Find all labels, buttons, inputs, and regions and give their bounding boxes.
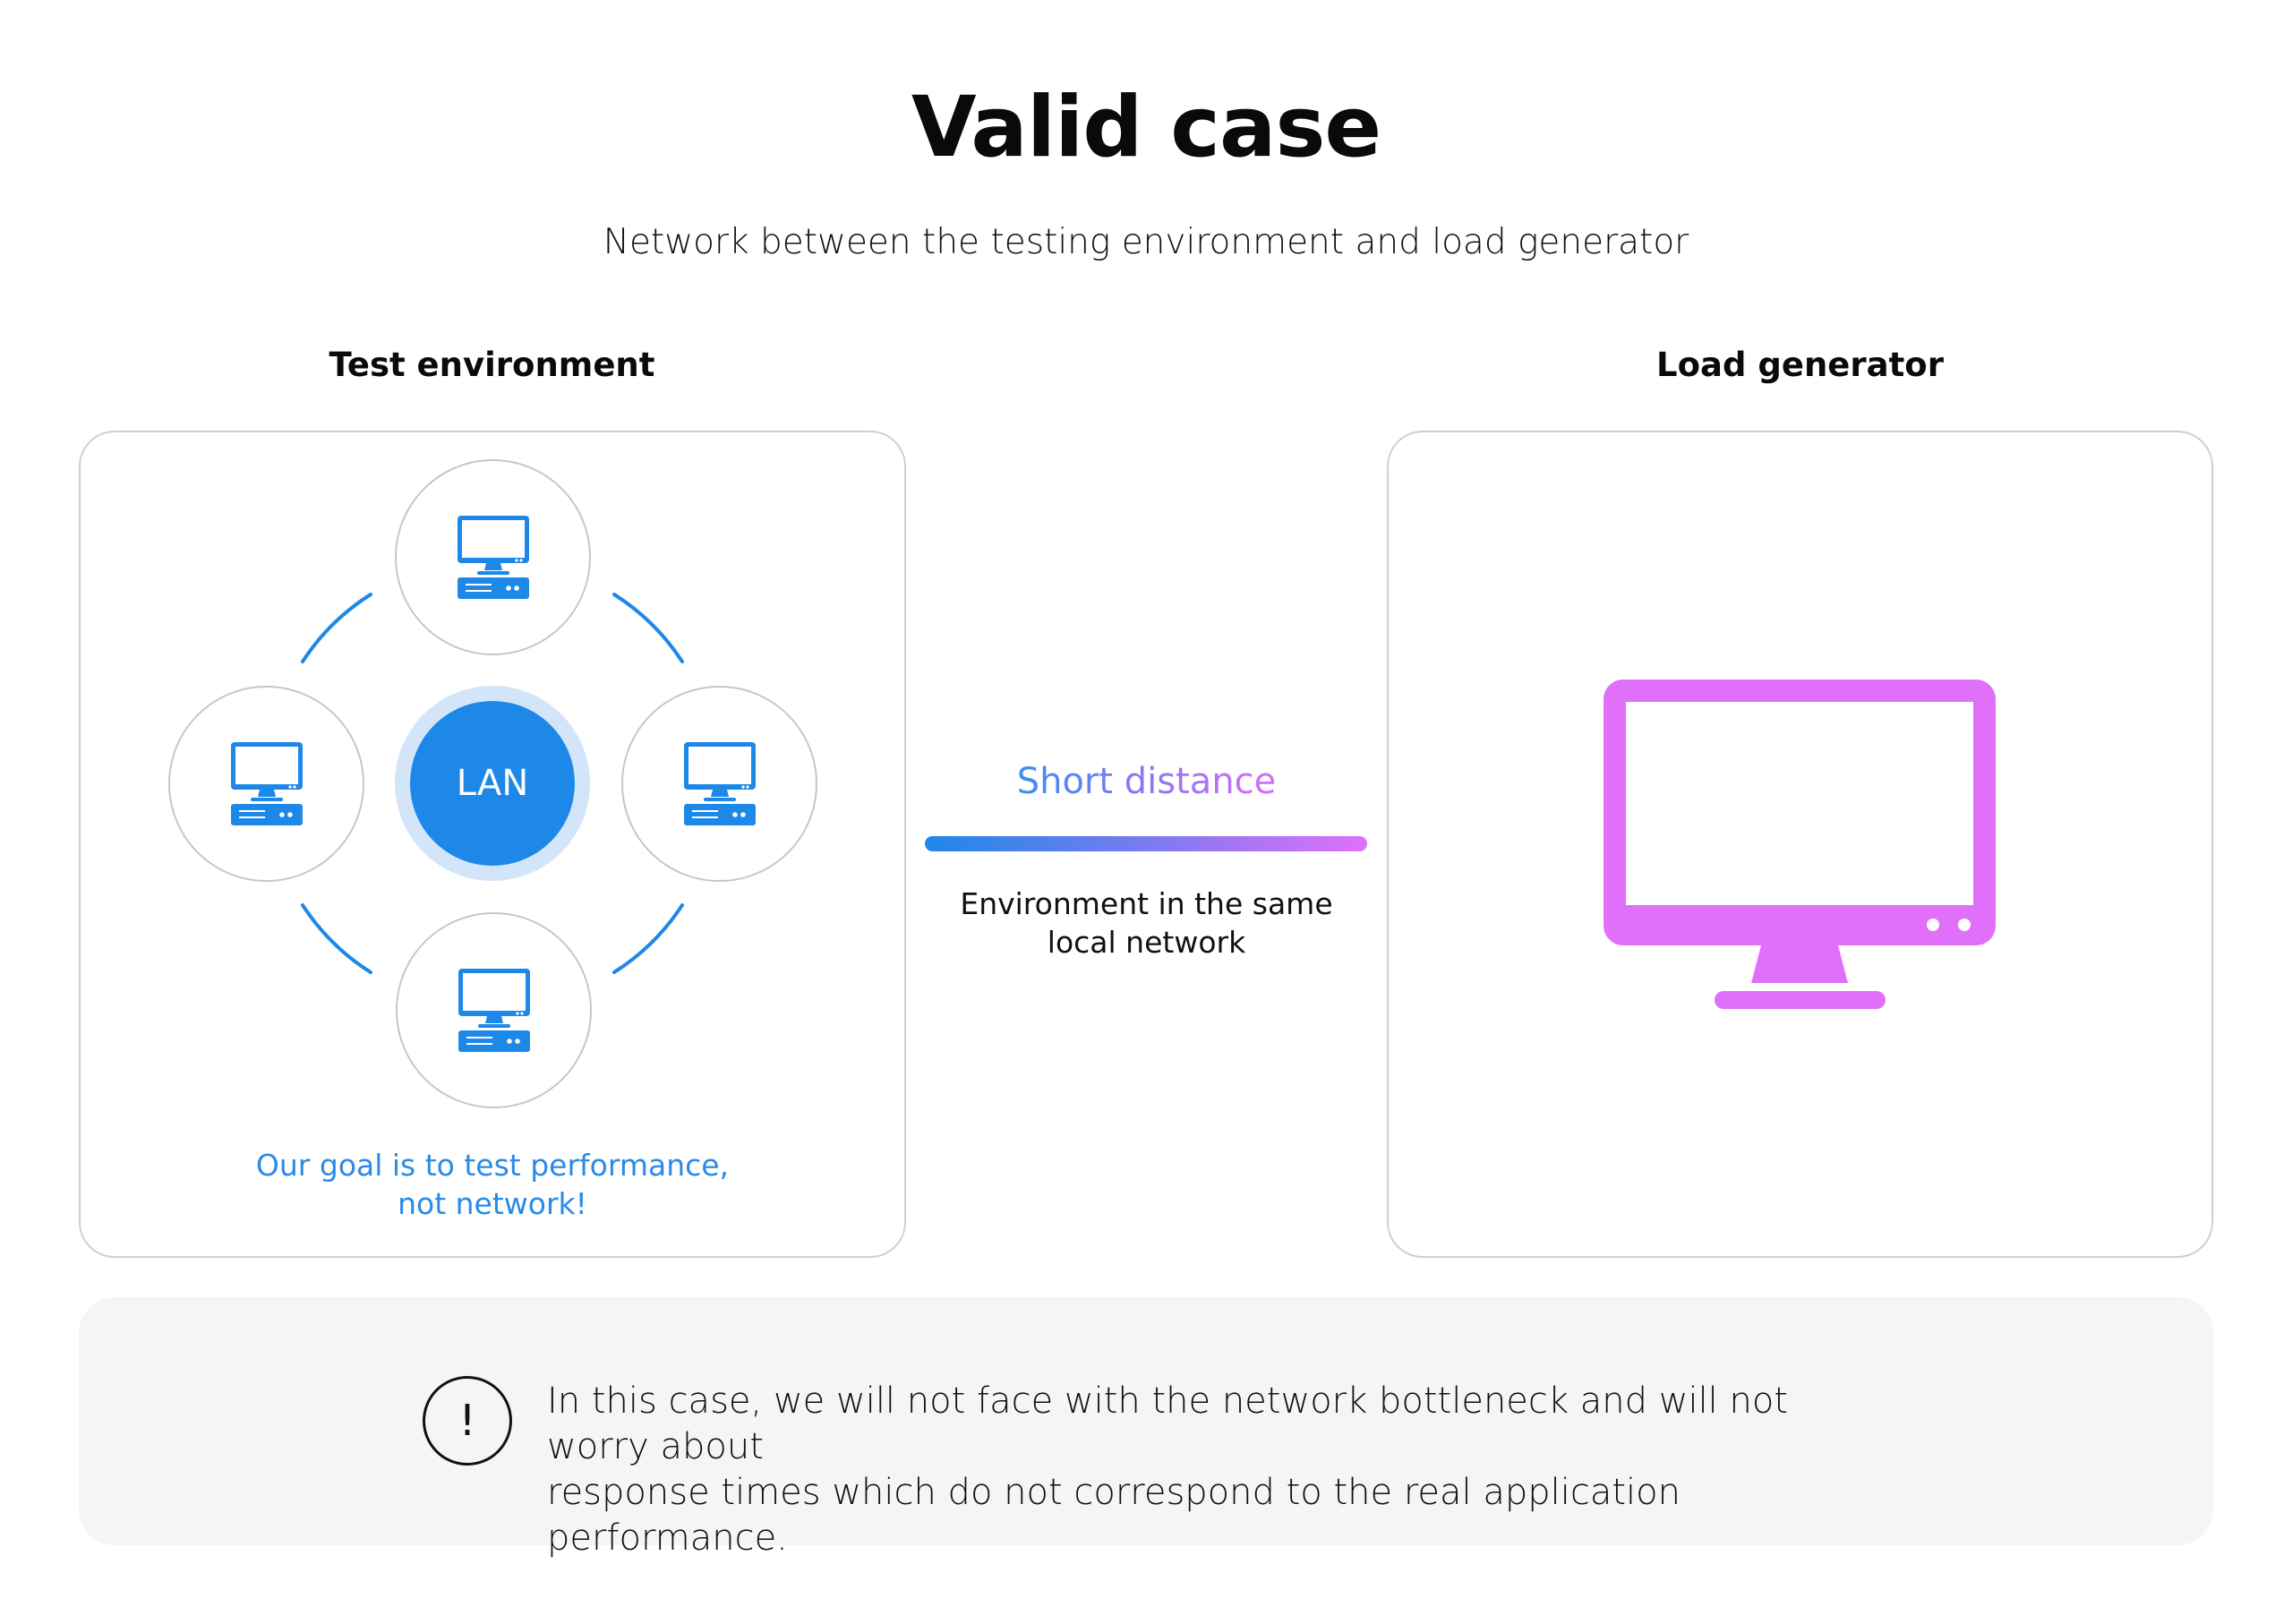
desktop-computer-icon xyxy=(230,741,303,825)
desktop-computer-icon xyxy=(458,968,530,1052)
connection-gradient-bar xyxy=(925,836,1367,851)
page-subtitle: Network between the testing environment … xyxy=(603,222,1689,262)
computer-node-top xyxy=(395,459,591,655)
page-title: Valid case xyxy=(911,79,1381,176)
exclamation-glyph: ! xyxy=(458,1396,476,1446)
goal-caption: Our goal is to test performance, not net… xyxy=(79,1146,906,1223)
connection-description-line-2: local network xyxy=(1047,925,1246,960)
goal-line-1: Our goal is to test performance, xyxy=(255,1148,730,1183)
short-distance-text: Short distance xyxy=(1016,761,1277,802)
computer-node-bottom xyxy=(396,912,592,1108)
short-distance-label: Short distance xyxy=(906,761,1387,802)
exclamation-circle-icon: ! xyxy=(423,1376,512,1466)
monitor-icon xyxy=(1604,680,1996,1009)
lan-label: LAN xyxy=(456,763,529,804)
note-line-1: In this case, we will not face with the … xyxy=(547,1380,1789,1467)
note-line-2: response times which do not correspond t… xyxy=(547,1472,1681,1559)
test-environment-heading: Test environment xyxy=(329,346,655,384)
computer-node-right xyxy=(621,686,817,882)
lan-hub: LAN xyxy=(395,686,590,881)
computer-node-left xyxy=(168,686,364,882)
note-text: In this case, we will not face with the … xyxy=(547,1379,1890,1561)
connection-description-line-1: Environment in the same xyxy=(960,886,1333,921)
lan-hub-core: LAN xyxy=(410,701,575,866)
desktop-computer-icon xyxy=(683,741,756,825)
goal-line-2: not network! xyxy=(398,1186,587,1221)
load-generator-heading: Load generator xyxy=(1656,346,1944,384)
connection-description: Environment in the same local network xyxy=(906,885,1387,962)
desktop-computer-icon xyxy=(457,515,529,599)
